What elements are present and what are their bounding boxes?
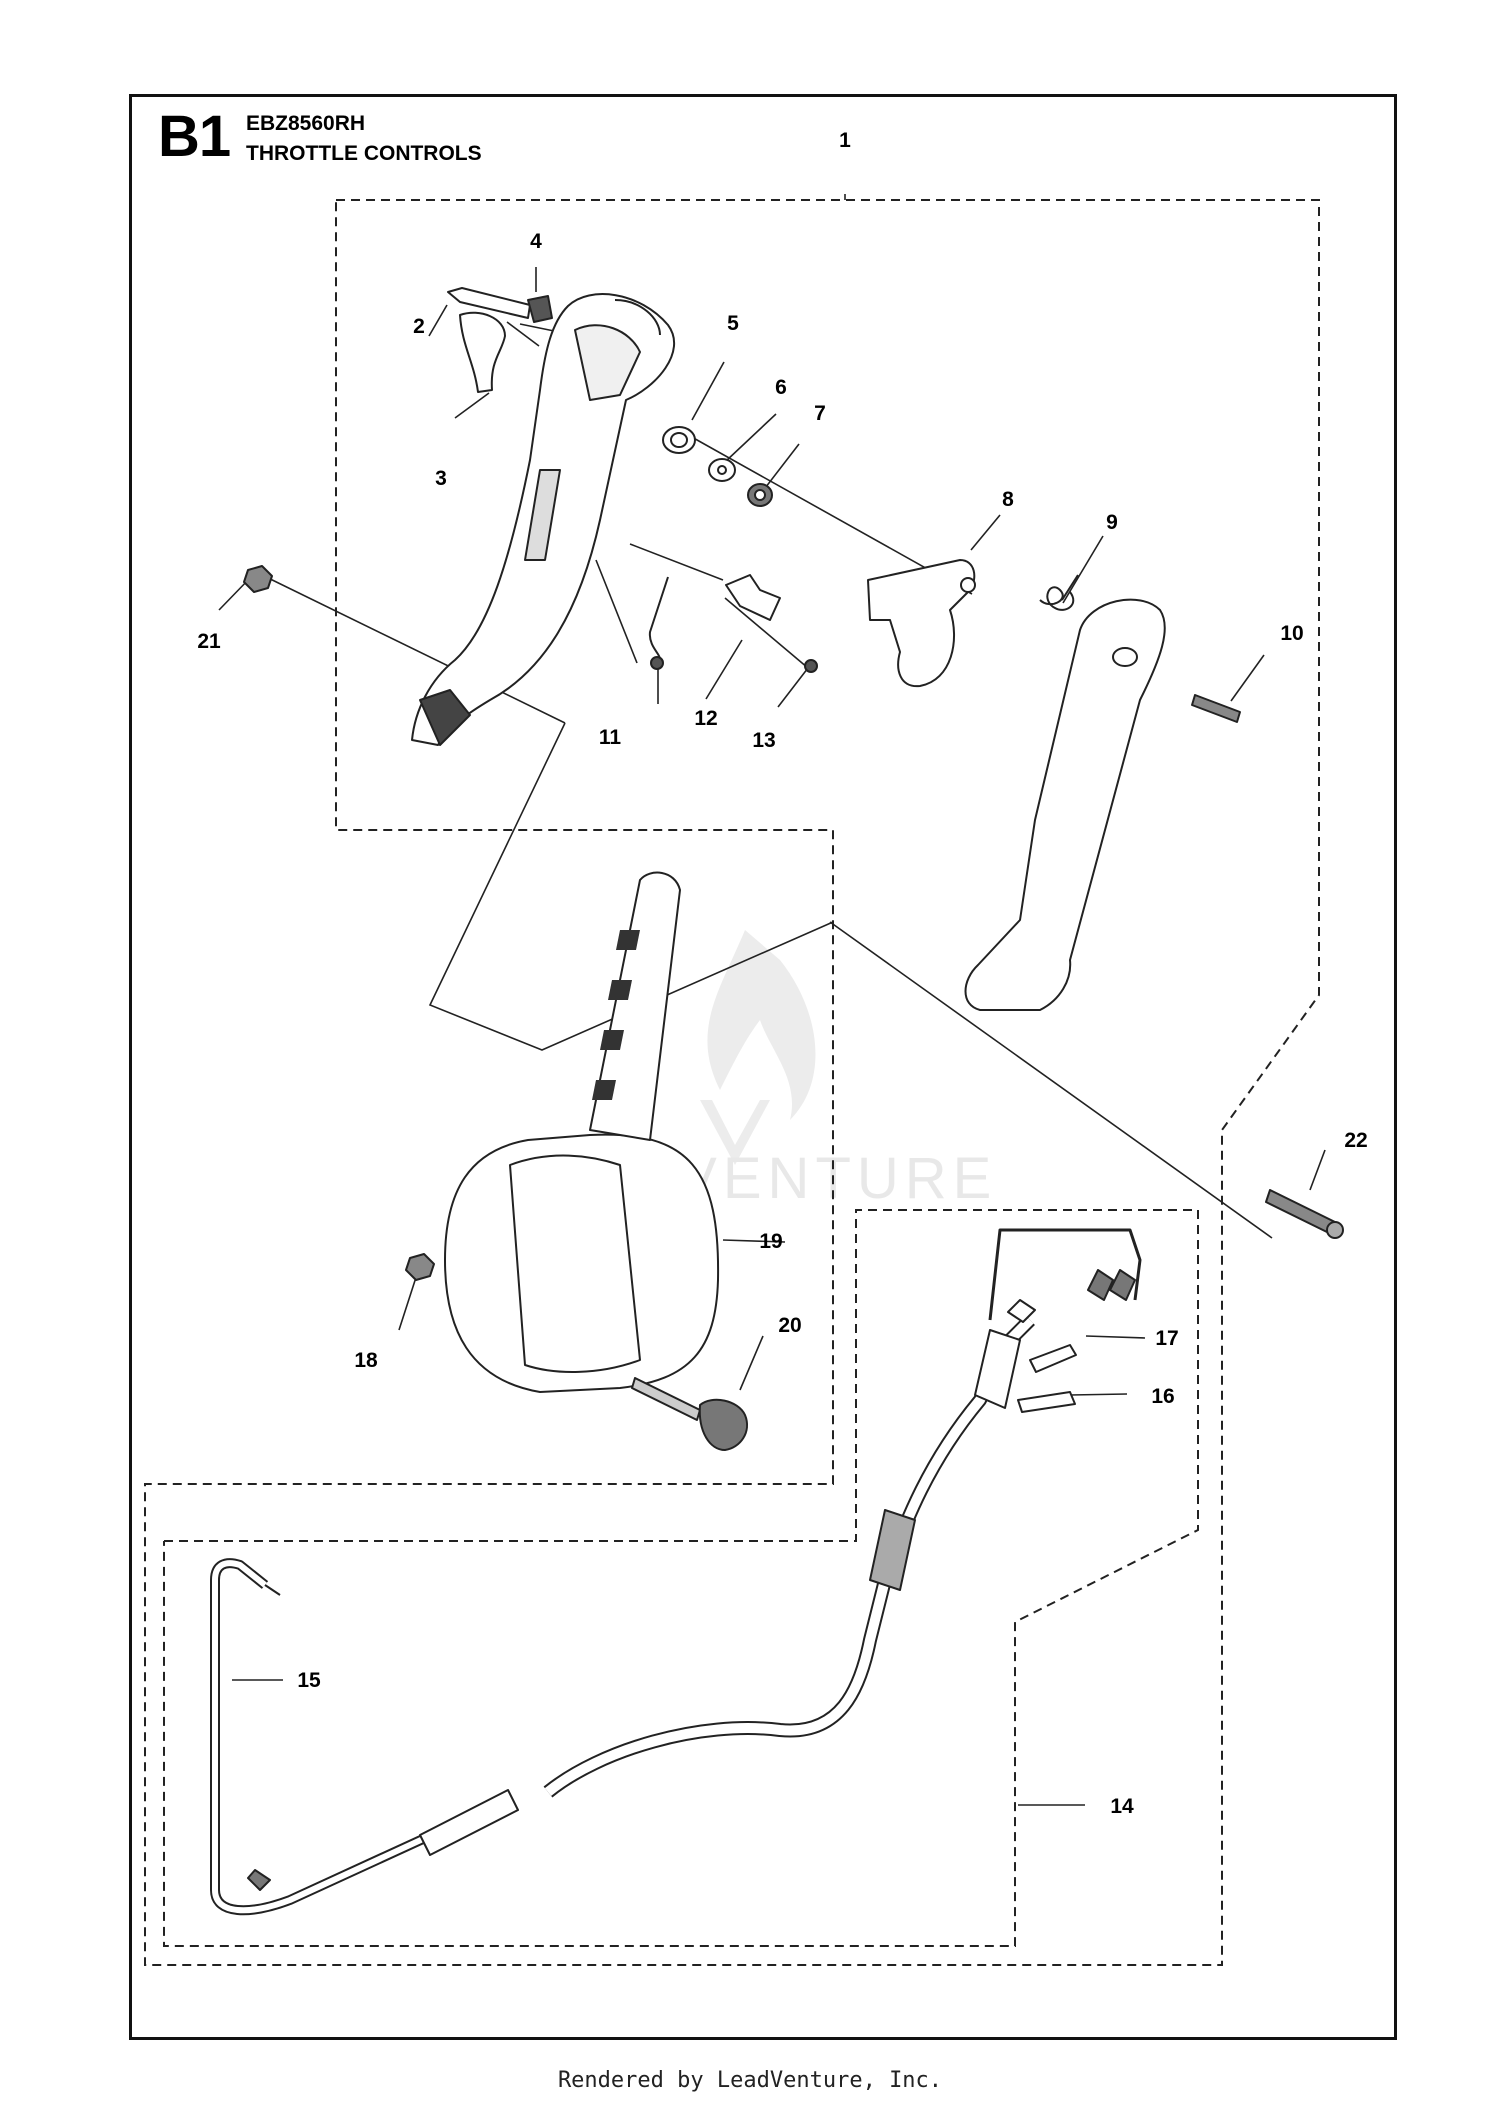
- throttle-trigger: [867, 559, 976, 688]
- group-14-outline: [163, 1209, 1199, 1947]
- wire-spring: [648, 576, 669, 663]
- callout-10: 10: [1280, 622, 1303, 645]
- hex-nut: [243, 565, 273, 593]
- callout-13: 13: [752, 729, 775, 752]
- callout-2: 2: [413, 315, 425, 338]
- callout-15: 15: [297, 1669, 321, 1692]
- section-code: B1: [158, 104, 231, 169]
- callout-4: 4: [530, 230, 542, 253]
- callout-7: 7: [814, 402, 826, 425]
- callout-18: 18: [354, 1349, 378, 1372]
- part-callouts: 1 2 3 4 5 6 7 8 9 10 11 12 13 14 15 16 1…: [197, 129, 1367, 1818]
- callout-8: 8: [1002, 488, 1014, 511]
- clamp-bolt: [631, 1377, 701, 1421]
- knob: [698, 1398, 748, 1451]
- callout-12: 12: [694, 707, 717, 730]
- callout-5: 5: [727, 312, 739, 335]
- callout-20: 20: [778, 1314, 801, 1337]
- clamp-arm: [589, 871, 681, 1141]
- callout-6: 6: [775, 376, 787, 399]
- spring: [1039, 586, 1075, 611]
- pin: [447, 287, 531, 319]
- assembly-group-outlines: [144, 199, 1320, 1966]
- clamp-nut: [405, 1253, 435, 1281]
- callout-17: 17: [1155, 1327, 1178, 1350]
- screw: [1191, 694, 1241, 723]
- callout-3: 3: [435, 467, 447, 490]
- footer-credit: Rendered by LeadVenture, Inc.: [557, 2068, 943, 2093]
- callout-21: 21: [197, 630, 221, 653]
- wire-harness: [210, 1558, 511, 1916]
- model-number: EBZ8560RH: [246, 112, 366, 135]
- callout-19: 19: [759, 1230, 782, 1253]
- group-1-outline: [144, 199, 1320, 1966]
- callout-1: 1: [839, 129, 851, 152]
- small-screw: [804, 659, 818, 673]
- callout-22: 22: [1344, 1129, 1367, 1152]
- handle-grip: [964, 598, 1166, 1011]
- long-bolt: [1265, 1189, 1336, 1235]
- throttle-cable: [543, 1315, 1035, 1798]
- leader-lines: [218, 194, 1326, 1806]
- terminal: [1029, 1344, 1077, 1373]
- clip: [527, 295, 553, 323]
- terminal-b: [1017, 1391, 1076, 1413]
- diagram-border: [129, 94, 1397, 2040]
- callout-14: 14: [1110, 1795, 1134, 1818]
- latch: [725, 574, 781, 621]
- callout-9: 9: [1106, 511, 1118, 534]
- lever: [459, 311, 506, 393]
- part-drawings: [210, 287, 1344, 1916]
- callout-11: 11: [599, 726, 622, 749]
- diagram-title: THROTTLE CONTROLS: [246, 142, 482, 165]
- callout-16: 16: [1151, 1385, 1174, 1408]
